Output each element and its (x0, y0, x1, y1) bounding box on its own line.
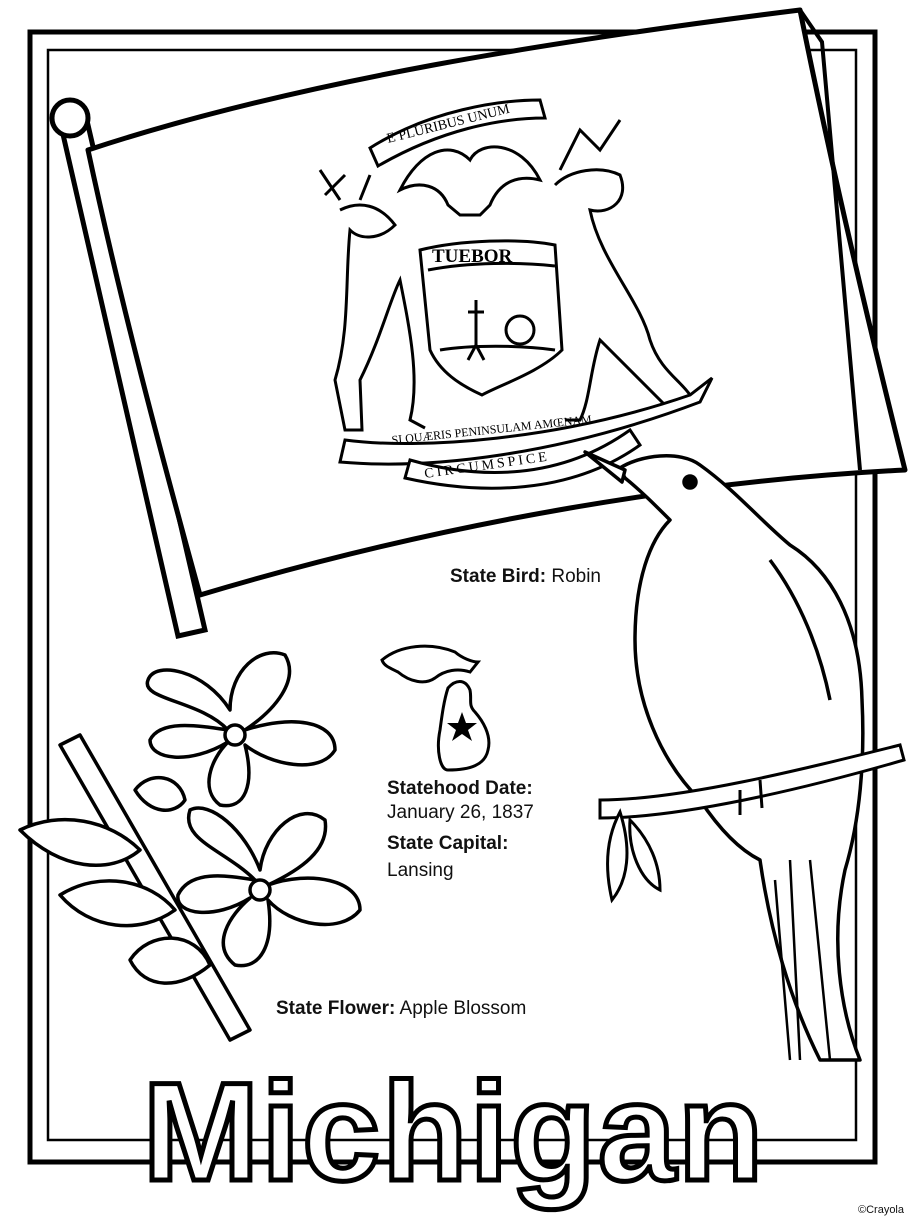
top-motto-ribbon (368, 98, 547, 169)
copyright-credit: ©Crayola (857, 1204, 904, 1216)
circumspice-ribbon (403, 427, 643, 490)
state-flower-label: State Flower: (276, 998, 396, 1019)
state-bird-label: State Bird: (450, 566, 547, 587)
statehood-value-text: January 26, 1837 (387, 802, 534, 823)
robin (583, 450, 865, 1062)
right-elk (553, 119, 693, 422)
apple-blossom (18, 651, 362, 1042)
michigan-map (380, 644, 491, 772)
state-flower-fact: State Flower: Apple Blossom (276, 998, 526, 1020)
state-capital-label: State Capital: (387, 833, 508, 855)
branch (598, 743, 906, 904)
capital-label-text: State Capital: (387, 833, 509, 854)
shield-word-text: TUEBOR (432, 246, 513, 267)
eagle (396, 145, 543, 217)
outer-frame (27, 29, 878, 1165)
shield (418, 239, 564, 397)
state-flower-value: Apple Blossom (399, 998, 527, 1019)
inner-frame (46, 48, 858, 1142)
capital-value-text: Lansing (387, 860, 454, 881)
statehood-label-text: Statehood Date: (387, 778, 533, 799)
statehood-date-label: Statehood Date: (387, 778, 533, 800)
state-bird-fact: State Bird: Robin (450, 566, 601, 588)
coat-of-arms (318, 98, 714, 490)
state-capital-value: Lansing (387, 860, 454, 882)
state-bird-value: Robin (551, 566, 602, 587)
left-elk (318, 169, 426, 432)
statehood-date-value: January 26, 1837 (387, 802, 534, 824)
state-name-title: Michigan (143, 1053, 766, 1210)
flag-pole (49, 97, 209, 639)
